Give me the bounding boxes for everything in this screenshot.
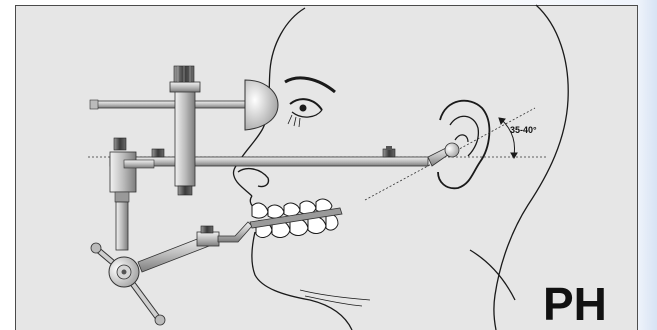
nose-wing	[238, 169, 268, 187]
left-clamp	[110, 138, 154, 250]
angle-label: 35-40°	[510, 125, 537, 135]
corner-mark: PH	[543, 278, 607, 330]
head-outline	[233, 5, 568, 330]
eye	[285, 78, 335, 127]
ear-rod	[445, 143, 459, 157]
main-bar-knob-left	[152, 149, 164, 157]
main-bar-knob	[383, 146, 395, 157]
neck-shading	[300, 290, 370, 306]
ear	[438, 101, 489, 189]
angle-indicator	[499, 118, 517, 158]
bite-fork-arm	[138, 222, 252, 272]
nasion-support	[170, 66, 200, 195]
joint-wheel	[91, 243, 165, 325]
